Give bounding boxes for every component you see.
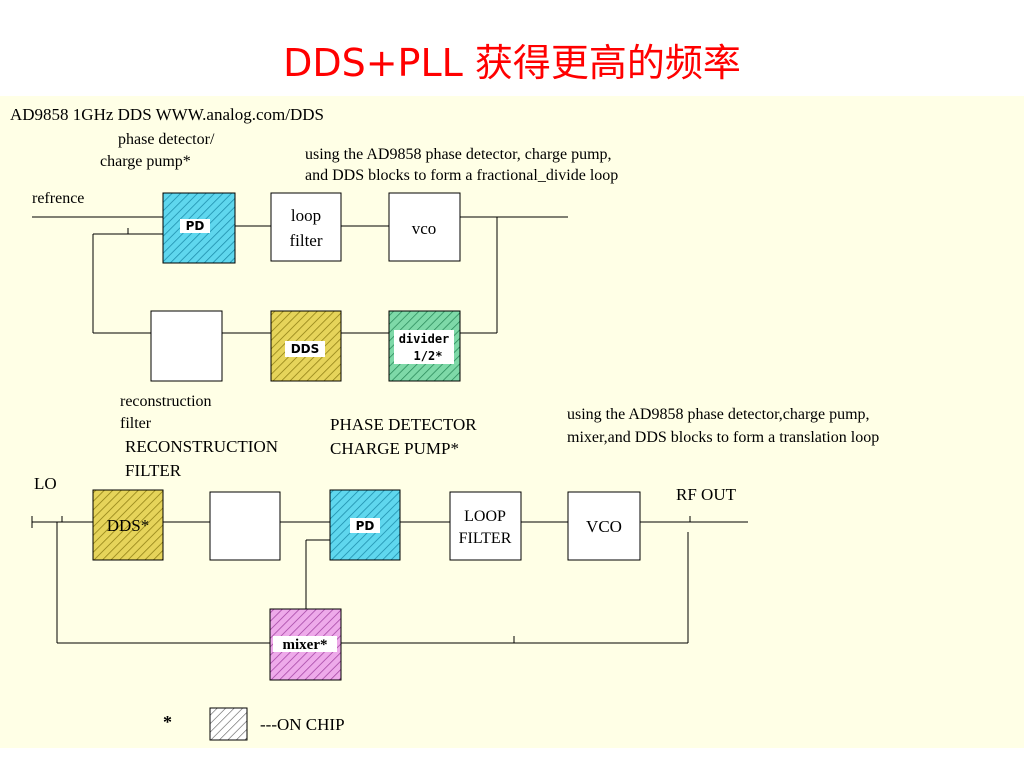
bottom-pd-label-1: PHASE DETECTOR	[330, 415, 477, 434]
bottom-mixer-tag	[273, 636, 337, 652]
top-pd-label-1: phase detector/	[118, 131, 215, 148]
top-divider-text-1: divider	[399, 332, 450, 346]
bottom-output-label: RF OUT	[676, 485, 737, 504]
bottom-vco-text: VCO	[586, 517, 622, 536]
bottom-pd-label-2: CHARGE PUMP*	[330, 439, 459, 458]
bottom-wires	[31, 516, 748, 644]
top-recon-filter-block	[150, 310, 223, 382]
top-dds-tag	[285, 341, 325, 357]
top-loop-filter-block	[270, 192, 342, 262]
top-caption-1: using the AD9858 phase detector, charge …	[305, 146, 612, 163]
top-pd-label-2: charge pump*	[100, 153, 191, 170]
top-recon-label-2: filter	[120, 415, 152, 432]
slide-title: DDS+PLL 获得更高的频率	[283, 41, 741, 85]
top-header: AD9858 1GHz DDS WWW.analog.com/DDS	[10, 105, 324, 124]
bottom-caption-2: mixer,and DDS blocks to form a translati…	[567, 429, 879, 446]
bottom-dds-block	[92, 489, 164, 561]
top-wires	[32, 216, 568, 334]
bottom-loop-filter-text-2: FILTER	[459, 530, 512, 547]
bottom-loop-filter-text-1: LOOP	[464, 508, 506, 525]
bottom-recon-filter-block	[209, 491, 281, 561]
bottom-pd-text: PD	[356, 519, 375, 533]
bottom-vco-block	[567, 491, 641, 561]
bottom-dds-text: DDS*	[107, 516, 150, 535]
top-pd-text: PD	[186, 219, 205, 233]
legend-hatch-swatch	[209, 707, 248, 741]
bottom-recon-label-2: FILTER	[125, 461, 182, 480]
top-loop-filter-text-2: filter	[289, 231, 322, 250]
bottom-pd-tag	[350, 518, 380, 533]
bottom-caption-1: using the AD9858 phase detector,charge p…	[567, 406, 870, 423]
top-divider-text-2: 1/2*	[414, 349, 443, 363]
top-caption-2: and DDS blocks to form a fractional_divi…	[305, 167, 618, 184]
top-vco-block	[388, 192, 461, 262]
bottom-loop-filter-block	[449, 491, 522, 561]
bottom-mixer-text: mixer*	[283, 637, 328, 653]
bottom-input-label: LO	[34, 474, 57, 493]
legend-text: ---ON CHIP	[260, 715, 345, 734]
top-input-label: refrence	[32, 190, 84, 207]
bottom-recon-label-1: RECONSTRUCTION	[125, 437, 278, 456]
top-dds-text: DDS	[291, 342, 320, 356]
legend-star: *	[163, 712, 172, 732]
top-divider-tag	[394, 330, 454, 364]
top-recon-label-1: reconstruction	[120, 393, 212, 410]
top-pd-tag	[180, 219, 210, 233]
top-loop-filter-text-1: loop	[291, 206, 321, 225]
top-vco-text: vco	[412, 219, 437, 238]
